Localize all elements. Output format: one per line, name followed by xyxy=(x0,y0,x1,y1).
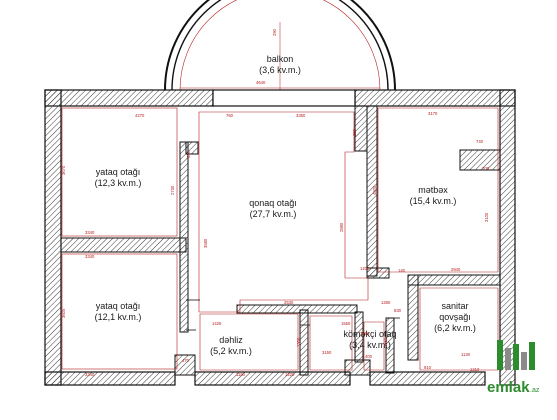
logo-building-icon xyxy=(529,342,535,370)
dim-label: 3100 xyxy=(484,212,489,222)
dim-label: 470 xyxy=(182,358,190,363)
dim-label: 1560 xyxy=(383,337,388,347)
dim-label: 3340 xyxy=(85,230,95,235)
label-bedroom2-name: yataq otağı xyxy=(96,301,141,311)
dim-label: 2730 xyxy=(170,185,175,195)
emlak-logo: emlak .az xyxy=(487,340,540,396)
outer-walls xyxy=(44,89,516,386)
logo-suffix: .az xyxy=(530,387,540,394)
dim-label: 1180 xyxy=(236,372,246,377)
dimension-labels: 4270 760 3350 3170 4640 3340 3340 3340 2… xyxy=(61,28,490,377)
dim-label: 650 xyxy=(186,150,191,158)
logo-building-icon xyxy=(513,344,519,370)
dim-label: 1200 xyxy=(360,266,370,271)
dimension-outlines xyxy=(61,107,499,371)
dim-label: 3580 xyxy=(203,238,208,248)
room-labels: balkon (3,6 kv.m.) yataq otağı (12,3 kv.… xyxy=(95,54,476,356)
dim-label: 1220 xyxy=(285,372,295,377)
dim-label: 1130 xyxy=(461,352,471,357)
label-hall-area: (5,2 kv.m.) xyxy=(210,346,252,356)
dim-label: 700 xyxy=(482,166,490,171)
label-kitchen-area: (15,4 kv.m.) xyxy=(410,196,457,206)
dim-label: 3170 xyxy=(428,111,438,116)
label-bedroom1-name: yataq otağı xyxy=(96,167,141,177)
label-bedroom2-area: (12,1 kv.m.) xyxy=(95,312,142,322)
dim-label: 4270 xyxy=(135,113,145,118)
logo-building-icon xyxy=(521,352,527,370)
label-bath-name: sanitar xyxy=(441,301,468,311)
label-living-area: (27,7 kv.m.) xyxy=(250,209,297,219)
dim-label: 2940 xyxy=(451,267,461,272)
dim-label: 4640 xyxy=(256,80,266,85)
dim-label: 830 xyxy=(394,308,402,313)
dim-label: 2880 xyxy=(339,222,344,232)
label-balkon-name: balkon xyxy=(267,54,294,64)
balcony xyxy=(164,0,396,92)
label-kitchen-name: mətbəx xyxy=(418,185,448,195)
logo-text: emlak xyxy=(487,379,530,396)
dim-label: 3150 xyxy=(322,350,332,355)
dim-label: 4000 xyxy=(372,185,377,195)
dim-label: 1300 xyxy=(296,337,301,347)
logo-building-icon xyxy=(505,348,511,370)
dim-label: 1550 xyxy=(341,321,351,326)
label-utility-area: (3,4 kv.m.) xyxy=(349,340,391,350)
dim-label: 140 xyxy=(398,268,406,273)
dim-label: 1280 xyxy=(381,300,391,305)
dim-label: 910 xyxy=(424,365,432,370)
logo-building-icon xyxy=(497,340,503,370)
label-bath-area: qovşağı xyxy=(439,312,471,322)
dim-label: 3340 xyxy=(85,372,95,377)
doors xyxy=(186,150,461,331)
dim-label: 740 xyxy=(476,139,484,144)
label-bath-area2: (6,2 kv.m.) xyxy=(434,323,476,333)
dim-label: 3670 xyxy=(61,165,66,175)
label-bedroom1-area: (12,3 kv.m.) xyxy=(95,178,142,188)
inner-walls xyxy=(60,105,501,376)
label-hall-name: dəhliz xyxy=(219,335,243,345)
dim-label: 3350 xyxy=(296,113,306,118)
label-balkon-area: (3,6 kv.m.) xyxy=(259,65,301,75)
dim-label: 760 xyxy=(226,113,234,118)
dim-label: 3340 xyxy=(85,254,95,259)
dim-label: 290 xyxy=(272,28,277,36)
dim-label: 250 xyxy=(352,128,357,136)
dim-label: 1210 xyxy=(470,367,480,372)
dim-label: 1090 xyxy=(360,331,370,336)
dim-label: 1425 xyxy=(212,321,222,326)
dim-label: 3605 xyxy=(61,308,66,318)
label-living-name: qonaq otağı xyxy=(249,198,297,208)
dim-label: 400 xyxy=(365,354,373,359)
label-utility-name: köməkçi otaq xyxy=(343,329,396,339)
dim-label: 2530 xyxy=(284,300,294,305)
